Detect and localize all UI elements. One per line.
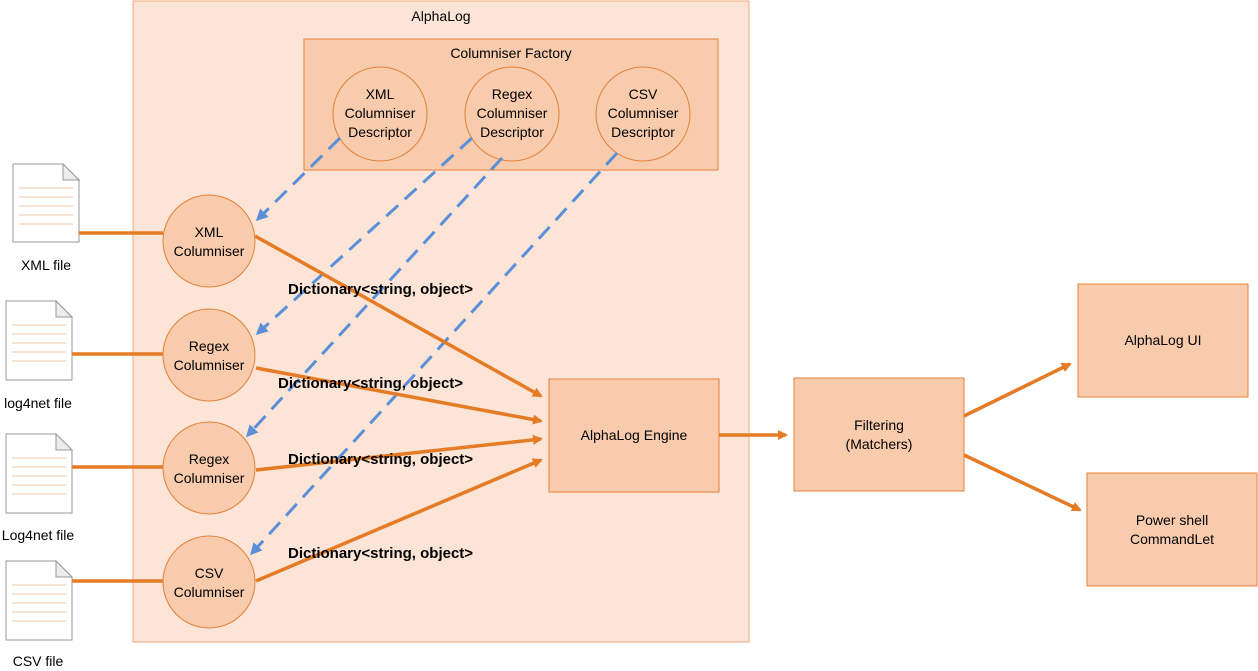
log4net-file-2: Log4net file: [2, 432, 75, 543]
dictionary-label: Dictionary<string, object>: [278, 375, 463, 392]
columniser-line: Columniser: [174, 243, 245, 259]
columniser-factory-title: Columniser Factory: [450, 45, 571, 61]
columniser-arrow-regex-1: [255, 366, 543, 425]
columniser-factory: Columniser Factory XML Columniser Descri…: [303, 38, 719, 171]
columniser-line: Regex: [189, 338, 229, 354]
xml-columniser: XML Columniser: [162, 194, 256, 288]
columniser-line: Regex: [189, 451, 229, 467]
columniser-arrow-regex-2: [255, 434, 543, 472]
descriptor-line: Descriptor: [480, 124, 544, 140]
descriptor-line: Columniser: [608, 105, 679, 121]
dictionary-label: Dictionary<string, object>: [288, 451, 473, 468]
powershell-line: CommandLet: [1130, 531, 1214, 547]
factory-arrows: [245, 136, 619, 556]
descriptor-line: CSV: [629, 86, 658, 102]
descriptor-line: Regex: [492, 86, 532, 102]
columniser-arrow-xml: [254, 234, 543, 398]
factory-arrow-csv: [249, 151, 619, 556]
filtering-line: Filtering: [854, 417, 904, 433]
alphalog-engine: AlphaLog Engine: [548, 378, 720, 493]
filtering-to-ui-arrow: [963, 362, 1072, 418]
descriptor-line: Columniser: [345, 105, 416, 121]
dictionary-label: Dictionary<string, object>: [288, 545, 473, 562]
columniser-line: Columniser: [174, 357, 245, 373]
csv-file: CSV file: [5, 559, 74, 669]
regex-columniser-2: Regex Columniser: [162, 421, 256, 515]
powershell-commandlet-box: Power shell CommandLet: [1086, 472, 1258, 587]
log4net-file-2-label: Log4net file: [2, 527, 75, 543]
filtering-line: (Matchers): [846, 436, 913, 452]
xml-file: XML file: [12, 162, 81, 273]
columniser-line: XML: [195, 224, 224, 240]
factory-arrow-xml: [255, 136, 342, 222]
regex-columniser-descriptor: Regex Columniser Descriptor: [464, 66, 560, 162]
csv-columniser-descriptor: CSV Columniser Descriptor: [595, 66, 691, 162]
factory-arrow-regex-2: [245, 156, 504, 438]
log4net-file: log4net file: [4, 299, 74, 411]
xml-columniser-descriptor: XML Columniser Descriptor: [332, 66, 428, 162]
regex-columniser-1: Regex Columniser: [162, 308, 256, 402]
columniser-arrow-csv: [255, 458, 543, 583]
filtering-to-powershell-arrow: [963, 453, 1082, 512]
alphalog-ui-box: AlphaLog UI: [1077, 283, 1249, 398]
alphalog-engine-label: AlphaLog Engine: [581, 427, 688, 443]
descriptor-line: XML: [366, 86, 395, 102]
xml-file-label: XML file: [21, 257, 71, 273]
descriptor-line: Descriptor: [611, 124, 675, 140]
columniser-line: CSV: [195, 565, 224, 581]
alphalog-ui-label: AlphaLog UI: [1124, 332, 1201, 348]
descriptor-line: Descriptor: [348, 124, 412, 140]
csv-file-label: CSV file: [13, 653, 64, 669]
descriptor-line: Columniser: [477, 105, 548, 121]
columniser-line: Columniser: [174, 584, 245, 600]
file-input-lines: [72, 231, 163, 583]
log4net-file-label: log4net file: [4, 395, 72, 411]
dictionary-labels: Dictionary<string, object> Dictionary<st…: [278, 281, 473, 562]
columniser-line: Columniser: [174, 470, 245, 486]
columniser-output-arrows: [254, 234, 543, 583]
dictionary-label: Dictionary<string, object>: [288, 281, 473, 298]
csv-columniser: CSV Columniser: [162, 535, 256, 629]
filtering-box: Filtering (Matchers): [793, 377, 965, 492]
alphalog-container-title: AlphaLog: [411, 8, 470, 24]
powershell-line: Power shell: [1136, 512, 1208, 528]
